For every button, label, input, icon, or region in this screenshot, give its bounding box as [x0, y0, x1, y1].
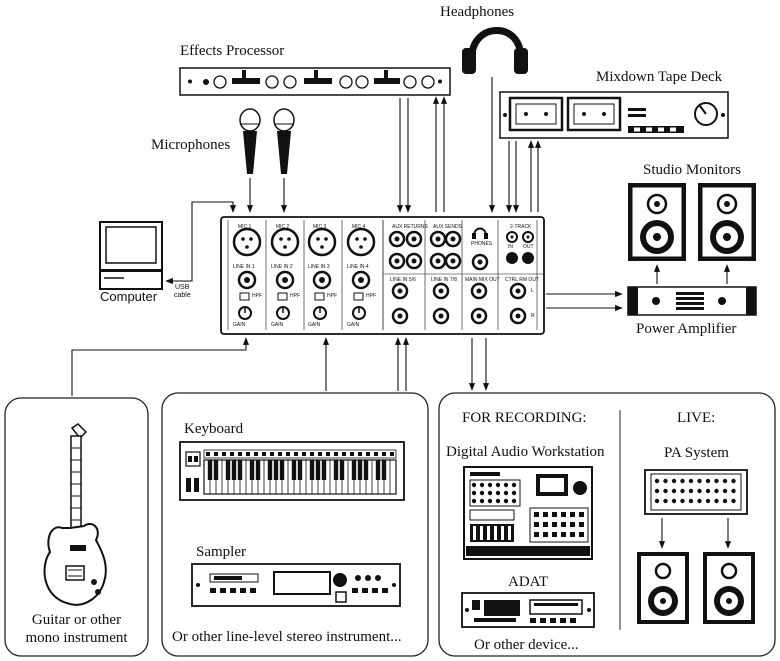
keyboard-white-keys — [206, 452, 394, 494]
computer-icon — [99, 221, 163, 290]
mixer-line78-label: LINE IN 7/8 — [431, 277, 457, 283]
other-device-label: Or other device... — [474, 637, 579, 653]
mixer-channel-4 — [346, 227, 376, 320]
pa-mixer-buttons — [654, 478, 736, 504]
mixer-hpf3-label: HPF — [327, 293, 337, 299]
mixer-ctrl-rm-label: CTRL RM OUT — [505, 277, 539, 283]
signal-connections — [71, 77, 732, 549]
mixer-gain3-label: GAIN — [308, 322, 321, 328]
mixer-gain2-label: GAIN — [271, 322, 284, 328]
pa-speaker-left — [637, 552, 689, 624]
mixer-2track-label: 2-TRACK — [510, 224, 532, 230]
mixer-main-mix-label: MAIN MIX OUT — [465, 277, 500, 283]
adat-label: ADAT — [508, 574, 548, 590]
mixer-line1-label: LINE IN 1 — [233, 264, 255, 270]
pa-system-label: PA System — [664, 445, 729, 461]
microphone-icon — [239, 108, 261, 174]
mixer-hpf2-label: HPF — [290, 293, 300, 299]
headphones-icon — [462, 27, 528, 74]
mixdown-tape-deck-unit — [499, 91, 729, 139]
usb-cable-label-line2: cable — [174, 292, 191, 299]
daw-label: Digital Audio Workstation — [446, 444, 605, 460]
microphones-label: Microphones — [151, 137, 231, 153]
mixer-hpf4-label: HPF — [366, 293, 376, 299]
mixer-channel-2 — [270, 227, 300, 320]
power-amplifier-label: Power Amplifier — [636, 321, 737, 337]
computer-label: Computer — [100, 289, 158, 304]
outputs-group-box — [438, 392, 776, 657]
mixer-hpf1-label: HPF — [252, 293, 262, 299]
mixer-line2-label: LINE IN 2 — [271, 264, 293, 270]
daw-buttons — [471, 482, 584, 540]
keyboard-label: Keyboard — [184, 421, 244, 437]
line-in-7-8-jacks — [432, 282, 450, 325]
mixer-mic3-label: MIC 3 — [313, 224, 327, 230]
mixer-unit — [220, 216, 545, 335]
studio-monitors-label: Studio Monitors — [643, 162, 741, 178]
mixer-mic1-label: MIC 1 — [238, 224, 252, 230]
mixer-mic2-label: MIC 2 — [276, 224, 290, 230]
guitar-label-line1: Guitar or other — [31, 612, 122, 628]
studio-monitor-left — [628, 183, 686, 261]
mixer-line56-label: LINE IN 5/6 — [390, 277, 416, 283]
mixer-out-label: OUT — [523, 244, 534, 250]
pa-speaker-right — [703, 552, 755, 624]
adat-icon — [461, 592, 595, 628]
mixer-aux-sends-label: AUX SENDS — [433, 224, 462, 230]
sampler-label: Sampler — [196, 544, 246, 560]
for-recording-heading: FOR RECORDING: — [462, 410, 587, 426]
phones-jack — [471, 227, 489, 271]
power-amplifier-unit — [627, 286, 757, 316]
effects-processor-label: Effects Processor — [180, 43, 285, 59]
ctrl-rm-out-jacks — [509, 282, 527, 325]
mixer-l-label: L — [531, 288, 534, 294]
aux-sends-jacks — [429, 230, 462, 270]
mixer-channel-3 — [307, 227, 337, 320]
mixer-mic4-label: MIC 4 — [352, 224, 366, 230]
guitar-label-line2: mono instrument — [25, 630, 128, 646]
mixer-r-label: R — [531, 313, 535, 319]
microphone-icon — [273, 108, 295, 174]
main-mix-out-jacks — [470, 282, 488, 325]
line-in-5-6-jacks — [391, 282, 409, 325]
guitar-group-box — [4, 397, 149, 657]
line-level-instrument-label: Or other line-level stereo instrument... — [172, 629, 402, 645]
usb-cable-label-line1: USB — [175, 284, 190, 291]
aux-returns-jacks — [388, 230, 423, 270]
effects-processor-unit — [179, 67, 451, 96]
sampler-icon — [191, 563, 401, 607]
live-heading: LIVE: — [677, 410, 716, 426]
two-track-rca — [506, 231, 534, 264]
mixer-gain1-label: GAIN — [233, 322, 246, 328]
stereo-instruments-group-box — [161, 392, 429, 657]
mixer-gain4-label: GAIN — [347, 322, 360, 328]
mixer-phones-label: PHONES — [471, 241, 493, 247]
mixer-in-label: IN — [508, 244, 513, 250]
mixdown-tape-deck-label: Mixdown Tape Deck — [596, 69, 723, 85]
mixer-line3-label: LINE IN 3 — [308, 264, 330, 270]
guitar-icon — [43, 423, 107, 606]
mixer-line4-label: LINE IN 4 — [347, 264, 369, 270]
studio-monitor-right — [698, 183, 756, 261]
mixer-aux-returns-label: AUX RETURNS — [392, 224, 428, 230]
headphones-label: Headphones — [440, 4, 515, 20]
